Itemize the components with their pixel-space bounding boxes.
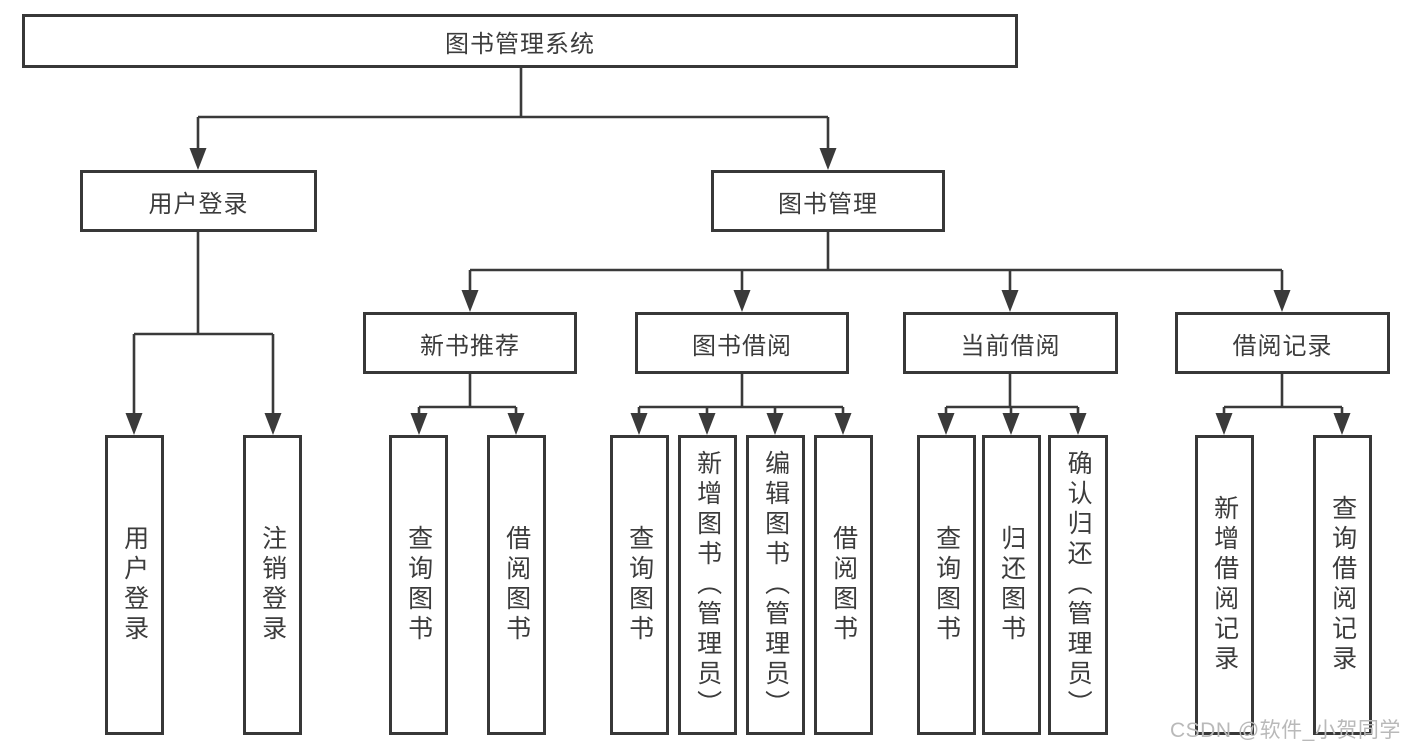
node-borrow-records-label: 借阅记录 (1232, 332, 1333, 360)
leaf-add-borrow-record-label: 新增借阅记录 (1210, 495, 1239, 675)
connector-current-borrow-to-leaves (944, 374, 1080, 419)
leaf-query-books-borrow-label: 查询图书 (625, 525, 654, 645)
leaf-return-book: 归还图书 (982, 435, 1041, 735)
leaf-query-borrow-record: 查询借阅记录 (1313, 435, 1372, 735)
leaf-confirm-return-admin: 确认归还（管理员） (1048, 435, 1108, 735)
leaf-query-books-borrow: 查询图书 (610, 435, 669, 735)
leaf-edit-book-admin-label: 编辑图书（管理员） (761, 450, 790, 720)
leaf-return-book-label: 归还图书 (997, 525, 1026, 645)
node-current-borrow: 当前借阅 (903, 312, 1118, 374)
node-user-login: 用户登录 (80, 170, 317, 232)
leaf-edit-book-admin: 编辑图书（管理员） (746, 435, 805, 735)
leaf-logout: 注销登录 (243, 435, 302, 735)
node-system-root: 图书管理系统 (22, 14, 1018, 68)
node-borrow-records: 借阅记录 (1175, 312, 1390, 374)
leaf-user-login-label: 用户登录 (120, 525, 149, 645)
leaf-confirm-return-admin-label: 确认归还（管理员） (1064, 450, 1093, 720)
leaf-query-books-current-label: 查询图书 (932, 525, 961, 645)
leaf-add-borrow-record: 新增借阅记录 (1195, 435, 1254, 735)
leaf-add-book-admin: 新增图书（管理员） (678, 435, 737, 735)
leaf-query-books-recommend-label: 查询图书 (404, 525, 433, 645)
leaf-borrow-books-recommend: 借阅图书 (487, 435, 546, 735)
leaf-add-book-admin-label: 新增图书（管理员） (693, 450, 722, 720)
node-book-management: 图书管理 (711, 170, 945, 232)
leaf-logout-label: 注销登录 (258, 525, 287, 645)
leaf-query-borrow-record-label: 查询借阅记录 (1328, 495, 1357, 675)
connector-book-borrow-to-leaves (637, 374, 845, 419)
leaf-borrow-books-2-label: 借阅图书 (829, 525, 858, 645)
node-book-management-label: 图书管理 (778, 190, 878, 218)
node-user-login-label: 用户登录 (148, 190, 249, 218)
node-new-book-recommend-label: 新书推荐 (420, 332, 520, 360)
node-current-borrow-label: 当前借阅 (960, 332, 1061, 360)
leaf-query-books-current: 查询图书 (917, 435, 976, 735)
csdn-watermark: CSDN @软件_小贺同学 (1170, 719, 1401, 742)
leaf-borrow-books-2: 借阅图书 (814, 435, 873, 735)
node-book-borrow: 图书借阅 (635, 312, 849, 374)
node-system-root-label: 图书管理系统 (445, 30, 595, 58)
node-new-book-recommend: 新书推荐 (363, 312, 577, 374)
connector-root-to-level2 (196, 68, 830, 154)
connector-user-login-to-leaves (132, 232, 275, 419)
connector-new-book-to-leaves (417, 374, 518, 419)
node-book-borrow-label: 图书借阅 (692, 332, 792, 360)
leaf-user-login: 用户登录 (105, 435, 164, 735)
connector-borrow-records-to-leaves (1222, 374, 1344, 419)
connector-book-management-to-level3 (468, 232, 1284, 296)
arrowheads (125, 148, 1351, 435)
leaf-query-books-recommend: 查询图书 (389, 435, 448, 735)
leaf-borrow-books-recommend-label: 借阅图书 (502, 525, 531, 645)
